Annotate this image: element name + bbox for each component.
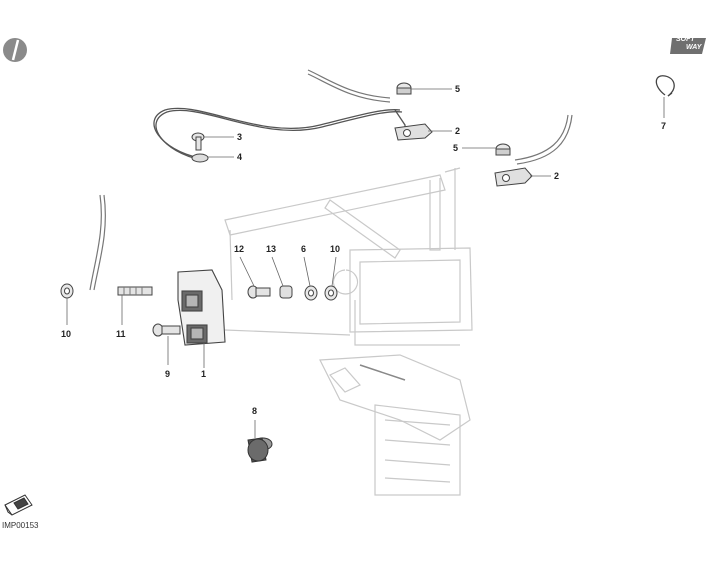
terminal-part-2-right bbox=[494, 167, 533, 187]
grommet-part-8 bbox=[247, 437, 273, 463]
softway-badge: SOFT WAY bbox=[672, 36, 706, 54]
upper-cable bbox=[307, 69, 391, 103]
badge-line-1: SOFT bbox=[676, 36, 695, 43]
drawing-code: IMP00153 bbox=[2, 521, 39, 530]
clip-part-7 bbox=[655, 75, 675, 97]
callout-4: 4 bbox=[237, 152, 242, 162]
right-cable bbox=[514, 114, 573, 165]
relay-bracket-part-1 bbox=[177, 269, 226, 346]
callout-8: 8 bbox=[252, 406, 257, 416]
callout-7: 7 bbox=[661, 121, 666, 131]
callout-11: 11 bbox=[116, 329, 126, 339]
left-vertical-cable bbox=[89, 194, 106, 291]
callout-5-upper: 5 bbox=[455, 84, 460, 94]
cable-eye-part-4 bbox=[191, 153, 209, 163]
washer-part-10-left bbox=[60, 283, 74, 299]
manual-book-icon bbox=[4, 494, 33, 516]
ground-cable-left bbox=[153, 107, 406, 161]
spacer-part-13 bbox=[279, 285, 293, 299]
stud-bolt-part-11 bbox=[117, 286, 153, 296]
leader-lines bbox=[66, 88, 665, 438]
softway-badge-icon bbox=[670, 38, 706, 54]
callout-9: 9 bbox=[165, 369, 170, 379]
badge-line-2: WAY bbox=[686, 44, 702, 51]
callout-13: 13 bbox=[266, 244, 276, 254]
section-symbol-icon bbox=[3, 38, 27, 62]
washer-part-10-right bbox=[324, 285, 338, 301]
frame-background bbox=[224, 167, 473, 496]
callout-1: 1 bbox=[201, 369, 206, 379]
callout-6: 6 bbox=[301, 244, 306, 254]
callout-5-right: 5 bbox=[453, 143, 458, 153]
callout-3: 3 bbox=[237, 132, 242, 142]
bolt-part-12 bbox=[247, 285, 271, 299]
terminal-part-2-upper bbox=[394, 123, 433, 141]
callout-10-right: 10 bbox=[330, 244, 340, 254]
nut-part-5-right bbox=[495, 143, 511, 156]
screw-part-3 bbox=[191, 132, 205, 151]
screw-part-9 bbox=[152, 323, 181, 337]
nut-part-5-upper bbox=[396, 82, 412, 95]
washer-part-6 bbox=[304, 285, 318, 301]
callout-2-upper: 2 bbox=[455, 126, 460, 136]
harness-connector-line bbox=[359, 364, 406, 381]
callout-10-left: 10 bbox=[61, 329, 71, 339]
callout-2-right: 2 bbox=[554, 171, 559, 181]
callout-12: 12 bbox=[234, 244, 244, 254]
